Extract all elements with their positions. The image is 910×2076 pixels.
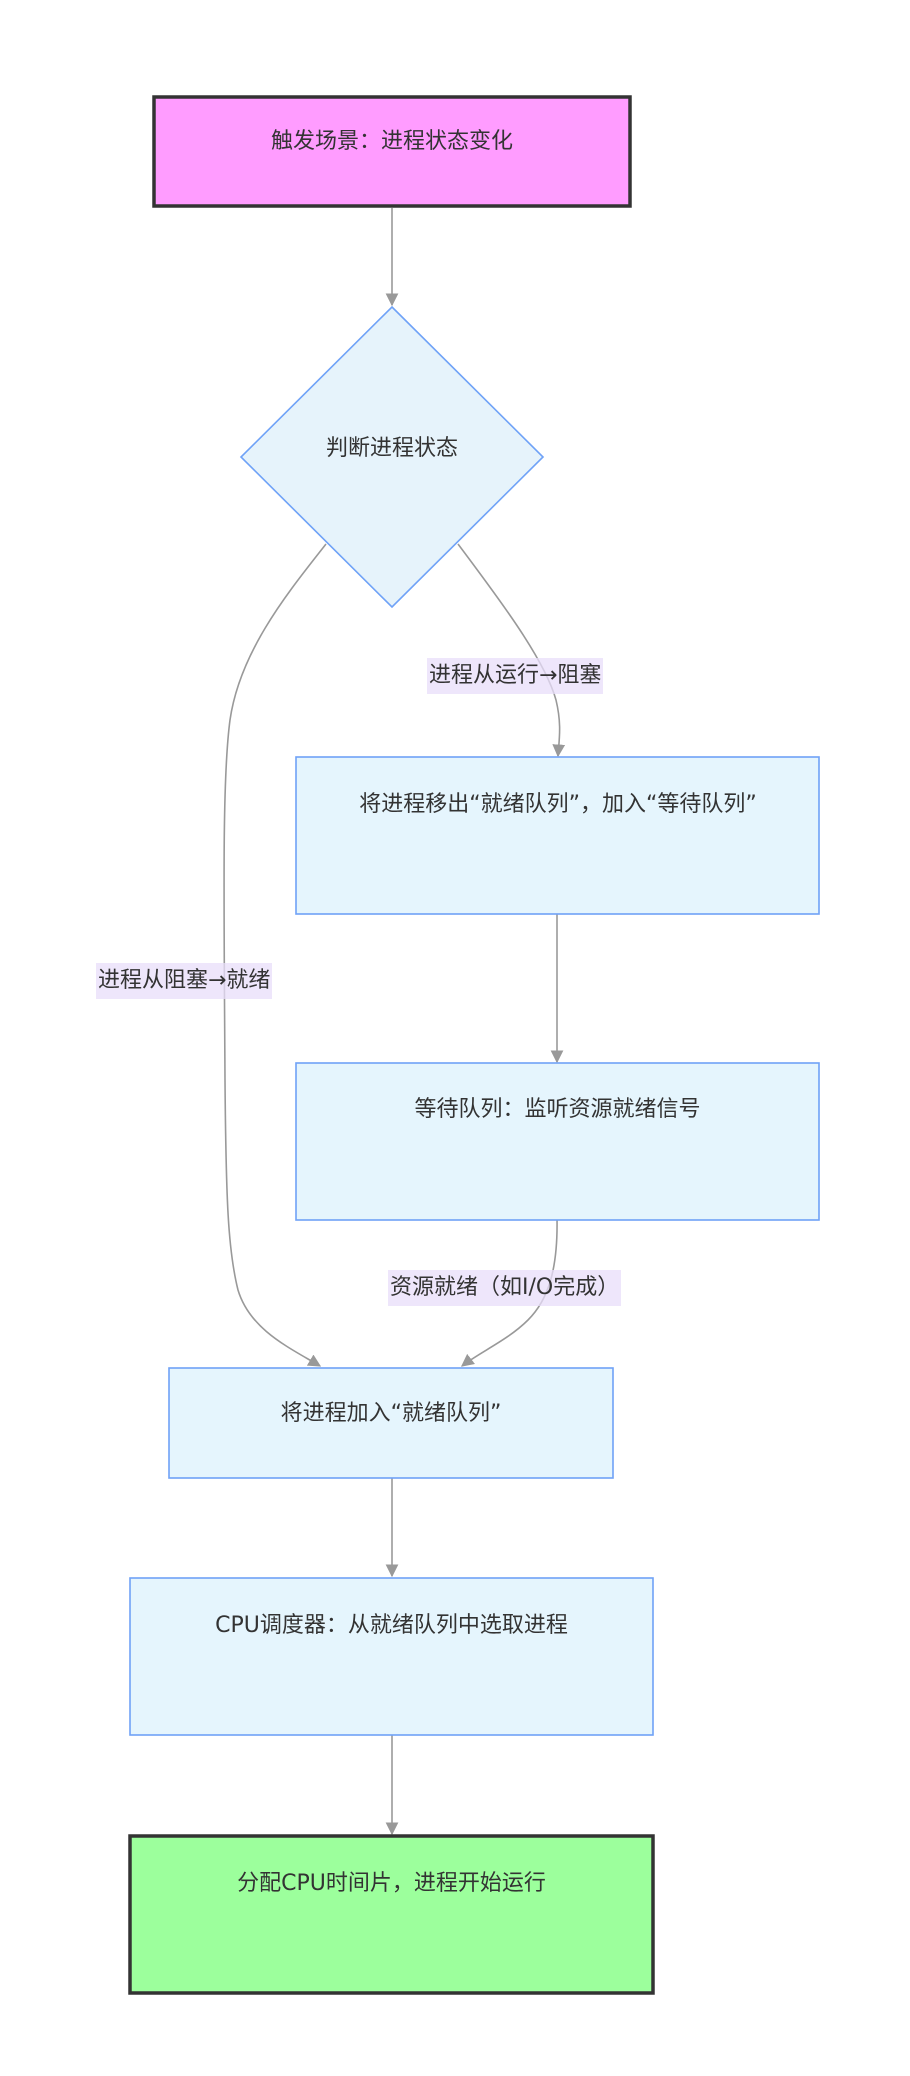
node-move-to-wait-label: 将进程移出“就绪队列”，加入“等待队列” [359, 792, 757, 817]
node-run [128, 1834, 655, 1995]
edge-label-resource-ready: 资源就绪（如I/O完成） [388, 1270, 622, 1306]
node-trigger-label: 触发场景：进程状态变化 [270, 129, 513, 154]
node-add-ready [168, 1367, 614, 1479]
node-move-to-wait [295, 756, 820, 915]
edge-label-run-to-block: 进程从运行→阻塞 [427, 658, 604, 694]
edge-decision-to-move [457, 543, 566, 758]
node-trigger [152, 95, 632, 208]
node-run-label: 分配CPU时间片，进程开始运行 [237, 1871, 546, 1896]
edge-decision-to-add-ready [223, 543, 327, 1367]
node-wait-queue [295, 1062, 820, 1221]
node-add-ready-label: 将进程加入“就绪队列” [280, 1401, 502, 1426]
edge-label-block-to-ready: 进程从阻塞→就绪 [96, 963, 273, 999]
edge-wait-queue-to-add-ready [460, 1217, 558, 1367]
node-decision [239, 305, 545, 609]
node-scheduler [129, 1577, 654, 1736]
node-scheduler-label: CPU调度器：从就绪队列中选取进程 [215, 1613, 568, 1638]
node-wait-queue-label: 等待队列：监听资源就绪信号 [414, 1097, 701, 1122]
node-decision-label: 判断进程状态 [325, 436, 458, 461]
